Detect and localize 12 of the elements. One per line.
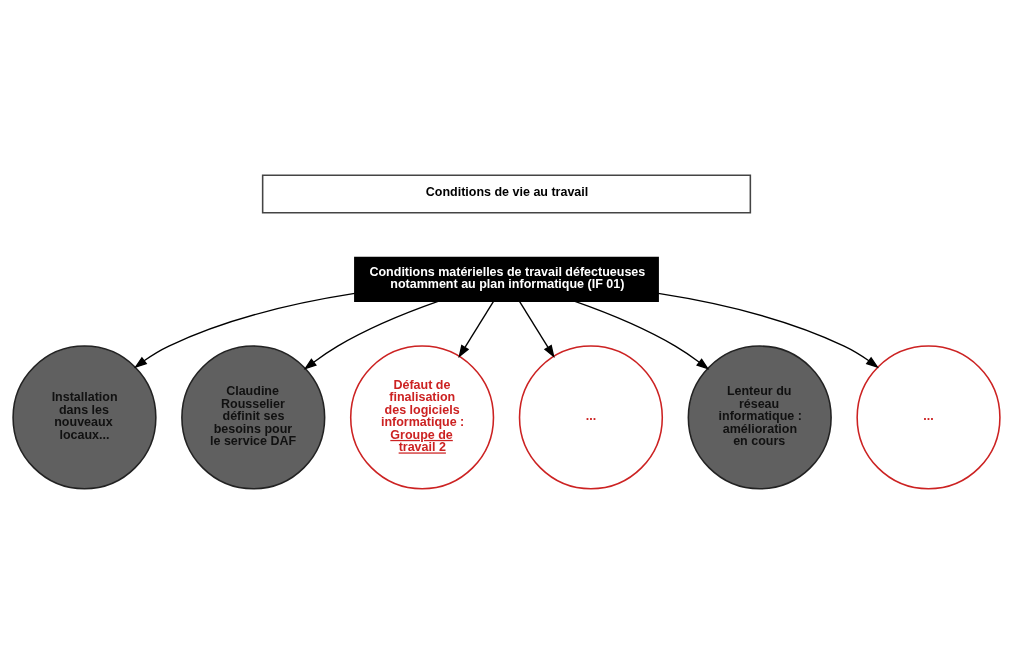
node-circle: Lenteur du réseau informatique : amélioration en cours (687, 344, 832, 490)
arrow (458, 300, 495, 358)
node-box: Conditions de vie au travail (261, 173, 752, 213)
node-circle: Installation dans les nouveaux locaux... (12, 344, 157, 490)
arrow (657, 292, 879, 368)
node-box: Conditions matérielles de travail défectueuses notamment au plan informatique (IF 01) (354, 256, 659, 302)
node-circle: Claudine Rousselier définit ses besoins pour le service DAF (181, 344, 326, 490)
arrow (518, 300, 555, 358)
arrow (303, 300, 439, 370)
arrow (574, 300, 710, 370)
arrow (134, 292, 356, 368)
node-circle: ... (856, 344, 1001, 490)
